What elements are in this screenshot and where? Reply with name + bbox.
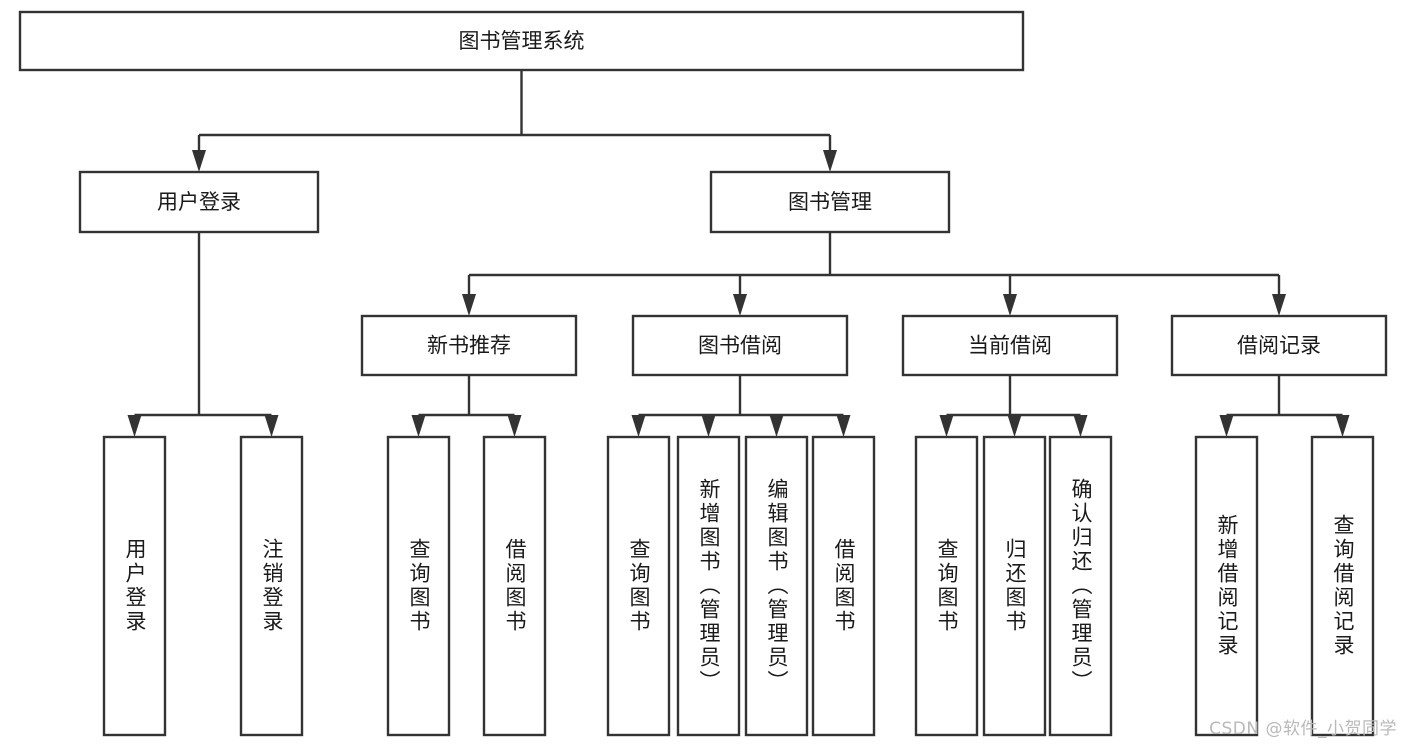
arrow-head-icon-leaf-borrow-query — [631, 415, 646, 437]
node-box-root[interactable] — [18, 10, 1025, 72]
leaf-box-leaf-current-confirm[interactable] — [1048, 435, 1113, 737]
leaf-box-leaf-current-return[interactable] — [982, 435, 1047, 737]
leaf-box-leaf-user-logout[interactable] — [239, 435, 304, 737]
node-label-book-manage: 图书管理 — [788, 190, 872, 214]
arrow-head-icon-leaf-user-logout — [264, 415, 279, 437]
leaf-box-leaf-borrow-edit[interactable] — [744, 435, 809, 737]
arrow-head-icon-leaf-borrow-edit — [769, 415, 784, 437]
node-box-user-login[interactable] — [78, 170, 320, 234]
node-box-layer — [18, 10, 1388, 737]
arrow-head-icon-leaf-borrow-add — [701, 415, 716, 437]
arrow-head-icon-leaf-current-return — [1007, 415, 1022, 437]
arrow-head-icon-book-manage — [823, 150, 837, 172]
watermark-text: CSDN @软件_小贺同学 — [1209, 719, 1397, 739]
leaf-box-leaf-record-add[interactable] — [1194, 435, 1259, 737]
arrow-head-icon-book-borrow — [733, 294, 747, 316]
arrow-head-icon-leaf-current-query — [939, 415, 954, 437]
leaf-box-leaf-borrow-query[interactable] — [606, 435, 671, 737]
node-label-current-borrow: 当前借阅 — [968, 334, 1052, 358]
arrow-head-icon-leaf-user-login — [127, 415, 142, 437]
node-label-book-borrow: 图书借阅 — [698, 334, 782, 358]
arrow-head-icon-leaf-borrow-lend — [836, 415, 851, 437]
arrow-head-icon-leaf-rec-query-book — [411, 415, 426, 437]
arrow-head-icon-user-login — [192, 150, 206, 172]
leaf-box-leaf-user-login[interactable] — [102, 435, 167, 737]
leaf-box-leaf-current-query[interactable] — [914, 435, 979, 737]
arrow-head-icon-leaf-record-query — [1335, 415, 1350, 437]
node-box-book-manage[interactable] — [709, 170, 951, 234]
leaf-box-leaf-borrow-lend[interactable] — [811, 435, 876, 737]
arrow-head-icon-leaf-rec-borrow-book — [507, 415, 522, 437]
node-label-borrow-record: 借阅记录 — [1237, 334, 1321, 358]
node-label-root: 图书管理系统 — [459, 29, 585, 53]
arrow-head-icon-leaf-record-add — [1219, 415, 1234, 437]
node-box-book-borrow[interactable] — [631, 314, 849, 377]
leaf-box-leaf-rec-borrow-book[interactable] — [482, 435, 547, 737]
connector-layer — [127, 70, 1350, 437]
arrow-head-icon-new-book-recommend — [462, 294, 476, 316]
node-label-new-book-recommend: 新书推荐 — [427, 334, 511, 358]
arrow-head-icon-borrow-record — [1272, 294, 1286, 316]
leaf-box-leaf-record-query[interactable] — [1310, 435, 1375, 737]
node-box-current-borrow[interactable] — [901, 314, 1119, 377]
arrow-head-icon-leaf-current-confirm — [1073, 415, 1088, 437]
node-box-borrow-record[interactable] — [1170, 314, 1388, 377]
leaf-box-leaf-rec-query-book[interactable] — [386, 435, 451, 737]
node-box-new-book-recommend[interactable] — [360, 314, 578, 377]
arrow-head-icon-current-borrow — [1003, 294, 1017, 316]
leaf-box-leaf-borrow-add[interactable] — [676, 435, 741, 737]
node-label-user-login: 用户登录 — [157, 190, 241, 214]
